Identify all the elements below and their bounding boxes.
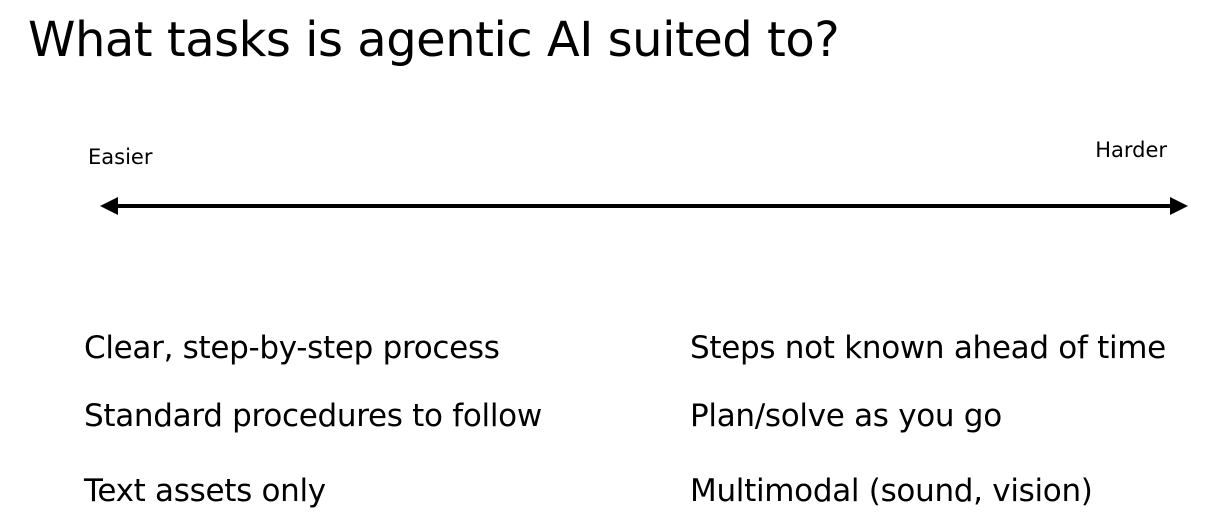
- easier-task-item: Standard procedures to follow: [84, 398, 542, 434]
- harder-task-item: Multimodal (sound, vision): [690, 473, 1093, 509]
- harder-task-item: Plan/solve as you go: [690, 398, 1002, 434]
- easier-label: Easier: [88, 145, 153, 169]
- easier-task-item: Text assets only: [84, 473, 326, 509]
- right-arrowhead-icon: [1170, 197, 1188, 215]
- left-arrowhead-icon: [100, 197, 118, 215]
- harder-label: Harder: [1095, 138, 1167, 162]
- easier-task-item: Clear, step-by-step process: [84, 330, 500, 366]
- difficulty-double-arrow: [100, 197, 1188, 215]
- harder-task-item: Steps not known ahead of time: [690, 330, 1166, 366]
- slide-title: What tasks is agentic AI suited to?: [28, 12, 840, 68]
